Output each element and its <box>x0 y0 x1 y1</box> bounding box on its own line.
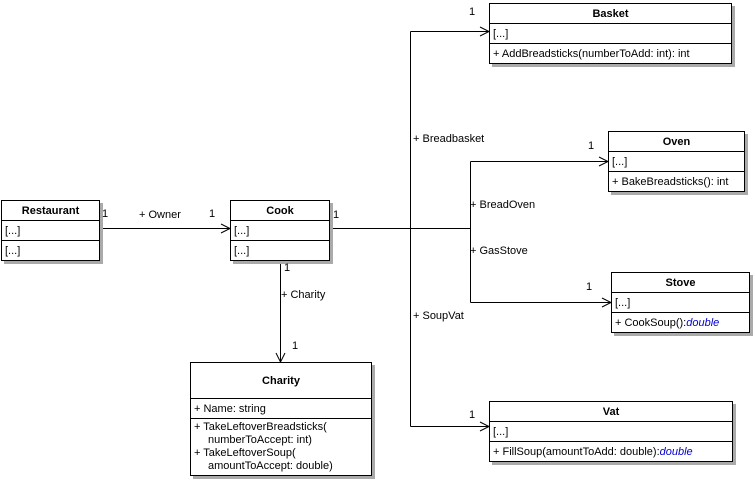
operation-line: + TakeLeftoverSoup( <box>194 447 296 459</box>
arrowhead-to-stove <box>601 297 613 308</box>
class-basket-operations: + AddBreadsticks(numberToAdd: int): int <box>490 43 731 63</box>
breadoven-association-label: + BreadOven <box>470 199 536 211</box>
charity-cook-multiplicity: 1 <box>284 262 291 274</box>
owner-restaurant-multiplicity: 1 <box>102 208 109 220</box>
operation: + BakeBreadsticks(): int <box>612 175 729 188</box>
owner-association-label: + Owner <box>139 209 181 221</box>
stove-multiplicity: 1 <box>586 281 593 293</box>
gasstove-association-label: + GasStove <box>470 245 528 257</box>
class-charity[interactable]: Charity + Name: string + TakeLeftoverBre… <box>190 362 372 476</box>
class-stove[interactable]: Stove [...] + CookSoup(): double <box>611 272 750 333</box>
operation: + AddBreadsticks(numberToAdd: int): int <box>493 47 690 60</box>
attributes-summary: [...] <box>615 296 631 309</box>
cook-right-multiplicity: 1 <box>333 209 340 221</box>
class-restaurant-title: Restaurant <box>21 204 80 217</box>
arrowhead-to-charity <box>275 352 286 364</box>
class-stove-operations: + CookSoup(): double <box>612 312 749 332</box>
class-vat[interactable]: Vat [...] + FillSoup(amountToAdd: double… <box>489 401 733 462</box>
class-oven-attributes: [...] <box>609 151 744 171</box>
attributes-summary: [...] <box>234 224 250 237</box>
attribute: + Name: string <box>194 402 266 415</box>
class-restaurant-operations: [...] <box>2 240 99 260</box>
class-vat-attributes: [...] <box>490 421 732 441</box>
attributes-summary: [...] <box>5 224 21 237</box>
vat-multiplicity: 1 <box>469 409 476 421</box>
operation: + CookSoup(): <box>615 316 687 329</box>
attributes-summary: [...] <box>612 155 628 168</box>
class-cook-operations: [...] <box>231 240 329 260</box>
basket-multiplicity: 1 <box>469 6 476 18</box>
breadbasket-association-label: + Breadbasket <box>413 133 485 145</box>
attributes-summary: [...] <box>493 425 509 438</box>
class-cook-title: Cook <box>266 204 294 217</box>
operations-summary: [...] <box>5 244 21 257</box>
class-oven-title: Oven <box>662 135 691 148</box>
trunk-basket-vat-line <box>410 31 489 427</box>
class-basket-title: Basket <box>592 7 629 20</box>
class-vat-title: Vat <box>602 405 620 418</box>
operation-line: + TakeLeftoverBreadsticks( <box>194 421 327 433</box>
charity-end-multiplicity: 1 <box>292 340 299 352</box>
class-stove-title: Stove <box>665 276 696 289</box>
arrowhead-to-oven <box>598 156 610 167</box>
class-charity-title: Charity <box>262 374 300 387</box>
class-restaurant-attributes: [...] <box>2 220 99 240</box>
class-oven-operations: + BakeBreadsticks(): int <box>609 171 744 191</box>
class-basket[interactable]: Basket [...] + AddBreadsticks(numberToAd… <box>489 3 732 64</box>
charity-association-label: + Charity <box>281 289 326 301</box>
operation-line: numberToAccept: int) <box>208 434 312 446</box>
oven-multiplicity: 1 <box>588 140 595 152</box>
operation-return-type: double <box>686 316 720 329</box>
class-basket-attributes: [...] <box>490 23 731 43</box>
class-cook-attributes: [...] <box>231 220 329 240</box>
class-oven[interactable]: Oven [...] + BakeBreadsticks(): int <box>608 131 745 192</box>
owner-cook-multiplicity: 1 <box>209 208 216 220</box>
class-restaurant[interactable]: Restaurant [...] [...] <box>1 200 100 261</box>
class-charity-attributes: + Name: string <box>191 398 371 418</box>
soupvat-association-label: + SoupVat <box>413 310 464 322</box>
operation-return-type: double <box>659 445 693 458</box>
class-stove-attributes: [...] <box>612 292 749 312</box>
arrowhead-to-cook <box>220 223 232 234</box>
class-vat-operations: + FillSoup(amountToAdd: double): double <box>490 441 732 461</box>
operation: + FillSoup(amountToAdd: double): <box>493 445 660 458</box>
class-cook[interactable]: Cook [...] [...] <box>230 200 330 261</box>
arrowhead-to-basket <box>479 26 491 37</box>
class-charity-operations: + TakeLeftoverBreadsticks( numberToAccep… <box>191 418 371 475</box>
arrowhead-to-vat <box>479 421 491 432</box>
attributes-summary: [...] <box>493 27 509 40</box>
operations-summary: [...] <box>234 244 250 257</box>
operation-line: amountToAccept: double) <box>208 460 333 472</box>
